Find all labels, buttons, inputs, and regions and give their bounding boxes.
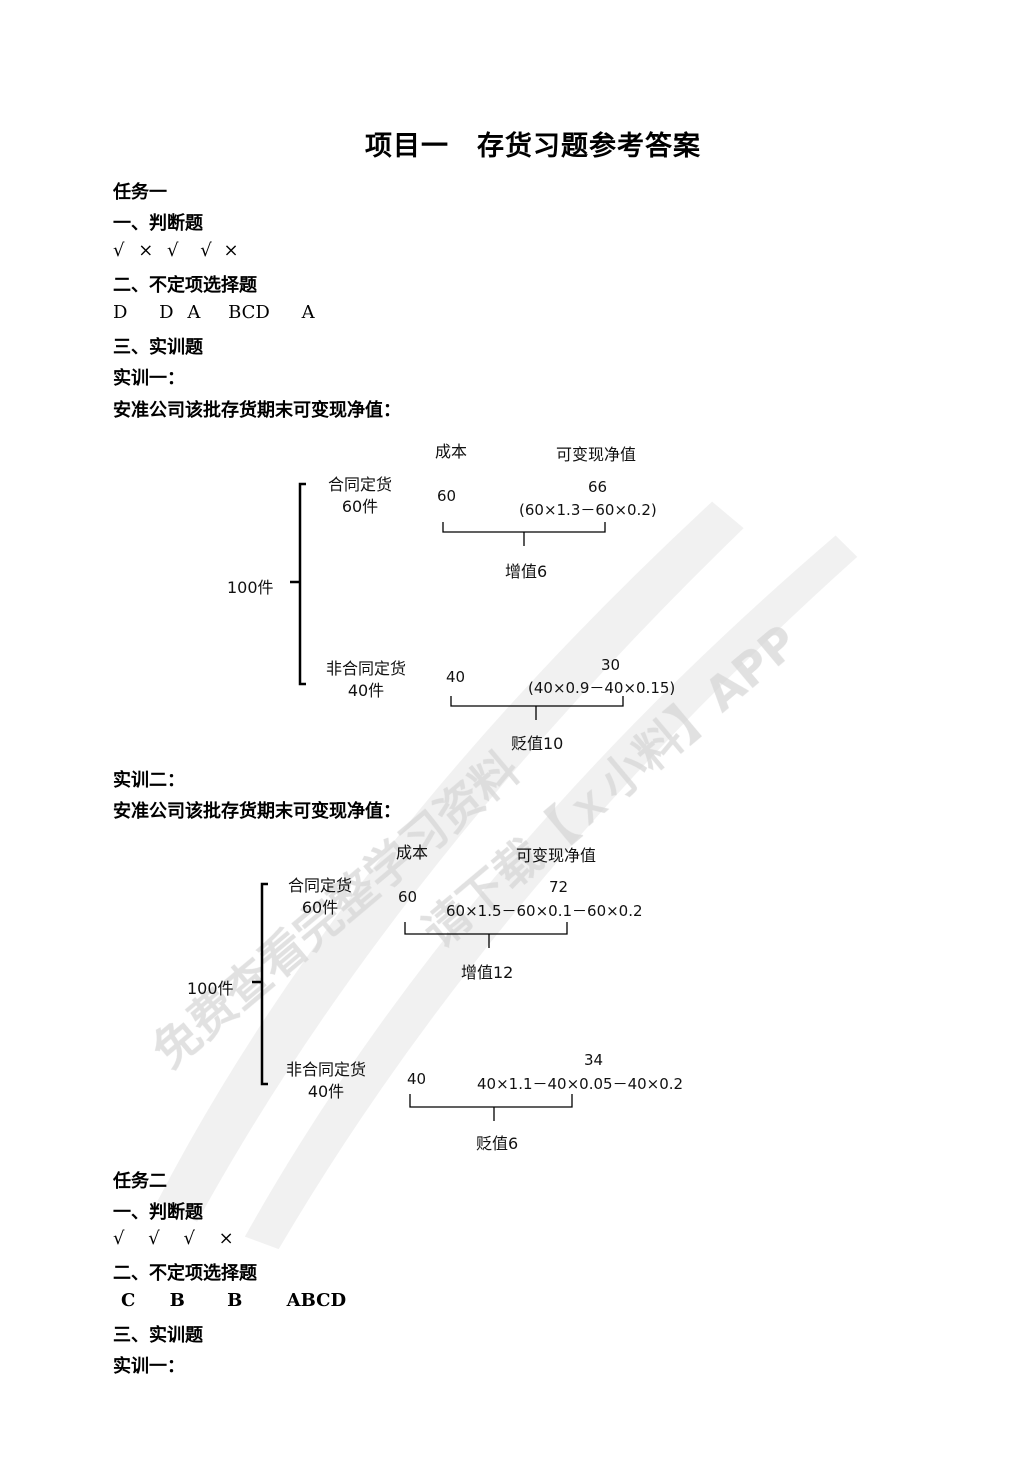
contract-cost: 60 bbox=[437, 487, 457, 505]
choice-answer: ABCD bbox=[286, 1290, 347, 1311]
noncontract-qty: 40件 bbox=[307, 1082, 345, 1101]
task2-practice-heading: 三、实训题 bbox=[113, 1325, 203, 1346]
noncontract-result: 贬值6 bbox=[476, 1134, 519, 1153]
total-qty: 100件 bbox=[227, 578, 274, 597]
contract-bottom-brace bbox=[442, 522, 606, 546]
task1-heading: 任务一 bbox=[113, 182, 167, 203]
noncontract-cost: 40 bbox=[446, 668, 466, 686]
noncontract-formula: 40×1.1－40×0.05－40×0.2 bbox=[477, 1075, 684, 1093]
left-brace bbox=[252, 882, 268, 1086]
choice-answer: A bbox=[301, 302, 315, 323]
task1-judge-answers: √ × √ √ × bbox=[113, 240, 239, 261]
col-nrv-label: 可变现净值 bbox=[516, 846, 597, 865]
contract-formula: (60×1.3－60×0.2) bbox=[519, 501, 657, 519]
task2-choice-heading: 二、不定项选择题 bbox=[113, 1263, 257, 1284]
noncontract-cost: 40 bbox=[407, 1070, 427, 1088]
contract-result: 增值12 bbox=[461, 963, 514, 982]
noncontract-result: 贬值10 bbox=[511, 734, 564, 753]
task1-practice2-heading: 实训二： bbox=[113, 770, 185, 791]
choice-answer: A bbox=[187, 302, 201, 323]
judge-answer: √ bbox=[167, 240, 179, 261]
task1-choice-heading: 二、不定项选择题 bbox=[113, 275, 257, 296]
judge-answer: √ bbox=[113, 1228, 125, 1249]
contract-qty: 60件 bbox=[341, 497, 379, 516]
left-brace bbox=[290, 482, 306, 686]
task2-practice1-heading: 实训一： bbox=[113, 1356, 185, 1377]
task1-practice2-desc: 安准公司该批存货期末可变现净值： bbox=[113, 801, 401, 822]
noncontract-formula: (40×0.9－40×0.15) bbox=[528, 679, 676, 697]
choice-answer: BCD bbox=[228, 302, 270, 323]
contract-nrv: 66 bbox=[588, 478, 608, 496]
task1-practice1-desc: 安准公司该批存货期末可变现净值： bbox=[113, 400, 401, 421]
choice-answer: B bbox=[169, 1290, 185, 1311]
noncontract-nrv: 34 bbox=[584, 1051, 604, 1069]
judge-answer: × bbox=[223, 240, 239, 261]
judge-answer: × bbox=[218, 1228, 234, 1249]
task2-judge-heading: 一、判断题 bbox=[113, 1202, 203, 1223]
contract-nrv: 72 bbox=[549, 878, 569, 896]
contract-bottom-brace bbox=[404, 922, 568, 948]
choice-answer: C bbox=[121, 1290, 136, 1311]
choice-answer: D bbox=[159, 302, 174, 323]
col-nrv-label: 可变现净值 bbox=[556, 445, 637, 464]
task1-judge-heading: 一、判断题 bbox=[113, 213, 203, 234]
total-qty: 100件 bbox=[187, 979, 234, 998]
contract-result: 增值6 bbox=[505, 562, 548, 581]
task2-heading: 任务二 bbox=[113, 1171, 167, 1192]
noncontract-bottom-brace bbox=[409, 1094, 573, 1121]
judge-answer: √ bbox=[183, 1228, 195, 1249]
page-title: 项目一 存货习题参考答案 bbox=[365, 131, 701, 162]
judge-answer: √ bbox=[200, 240, 212, 261]
judge-answer: × bbox=[138, 240, 154, 261]
contract-cost: 60 bbox=[398, 888, 418, 906]
noncontract-name: 非合同定货 bbox=[285, 1060, 366, 1079]
choice-answer: D bbox=[113, 302, 128, 323]
task1-practice-heading: 三、实训题 bbox=[113, 337, 203, 358]
judge-answer: √ bbox=[113, 240, 125, 261]
task2-judge-answers: √ √ √ × bbox=[113, 1228, 234, 1249]
contract-qty: 60件 bbox=[301, 898, 339, 917]
judge-answer: √ bbox=[148, 1228, 160, 1249]
task1-choice-answers: D D A BCD A bbox=[113, 302, 315, 323]
task1-practice1-heading: 实训一： bbox=[113, 368, 185, 389]
task2-choice-answers: C B B ABCD bbox=[121, 1290, 346, 1311]
noncontract-name: 非合同定货 bbox=[325, 659, 406, 678]
noncontract-nrv: 30 bbox=[601, 656, 621, 674]
contract-name: 合同定货 bbox=[287, 876, 352, 895]
col-cost-label: 成本 bbox=[396, 843, 429, 862]
noncontract-bottom-brace bbox=[450, 696, 624, 720]
contract-name: 合同定货 bbox=[327, 475, 392, 494]
choice-answer: B bbox=[227, 1290, 243, 1311]
contract-formula: 60×1.5－60×0.1－60×0.2 bbox=[446, 902, 643, 920]
noncontract-qty: 40件 bbox=[347, 681, 385, 700]
col-cost-label: 成本 bbox=[435, 442, 468, 461]
